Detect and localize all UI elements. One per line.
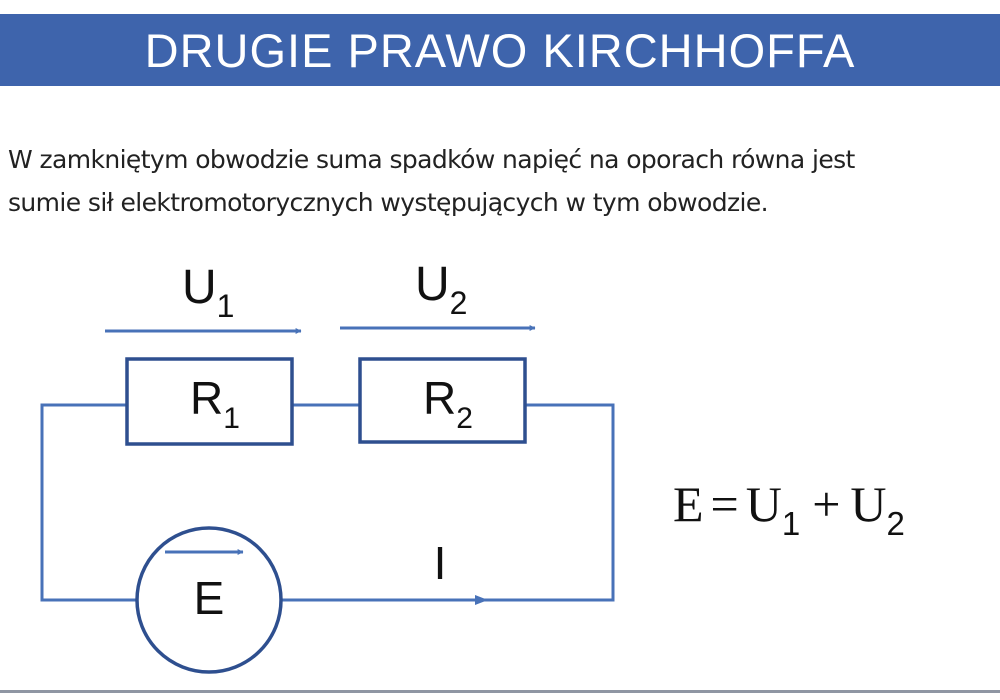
wire-top-left [40, 403, 137, 602]
resistor-1-box [125, 357, 294, 446]
equation-term-1-sub: 1 [782, 505, 800, 542]
wire-right [280, 403, 615, 602]
voltage-2-sub: 2 [450, 285, 468, 321]
current-label: I [434, 537, 447, 589]
resistor-1-sub: 1 [223, 402, 240, 435]
equation: E=U1+U2 [673, 476, 905, 542]
voltage-2-label: U2 [415, 258, 467, 321]
equation-term-2-main: U [850, 476, 886, 532]
resistor-2-main: R [423, 372, 456, 424]
equation-equals: = [711, 476, 739, 532]
page-title: DRUGIE PRAWO KIRCHHOFFA [144, 23, 856, 77]
equation-lhs: E [673, 476, 704, 532]
resistor-2-sub: 2 [456, 402, 473, 435]
description: W zamkniętym obwodzie suma spadków napię… [8, 138, 998, 224]
voltage-1-label: U1 [182, 261, 234, 324]
title-bar: DRUGIE PRAWO KIRCHHOFFA [0, 14, 1000, 86]
current-arrow-icon [475, 595, 488, 605]
equation-term-1-main: U [746, 476, 782, 532]
voltage-2-main: U [415, 258, 450, 311]
voltage-1-main: U [182, 261, 217, 314]
resistor-1-label: R1 [190, 372, 240, 435]
voltage-1-sub: 1 [217, 288, 235, 324]
resistor-2-box [358, 357, 527, 444]
source-label: E [194, 572, 225, 624]
resistor-1-main: R [190, 372, 223, 424]
bottom-divider [0, 690, 1000, 693]
description-line-1: W zamkniętym obwodzie suma spadków napię… [8, 145, 855, 174]
equation-term-2-sub: 2 [887, 505, 905, 542]
description-line-2: sumie sił elektromotorycznych występując… [8, 188, 769, 217]
resistor-2-label: R2 [423, 372, 473, 435]
source-circle [135, 526, 283, 674]
equation-plus: + [812, 476, 840, 532]
